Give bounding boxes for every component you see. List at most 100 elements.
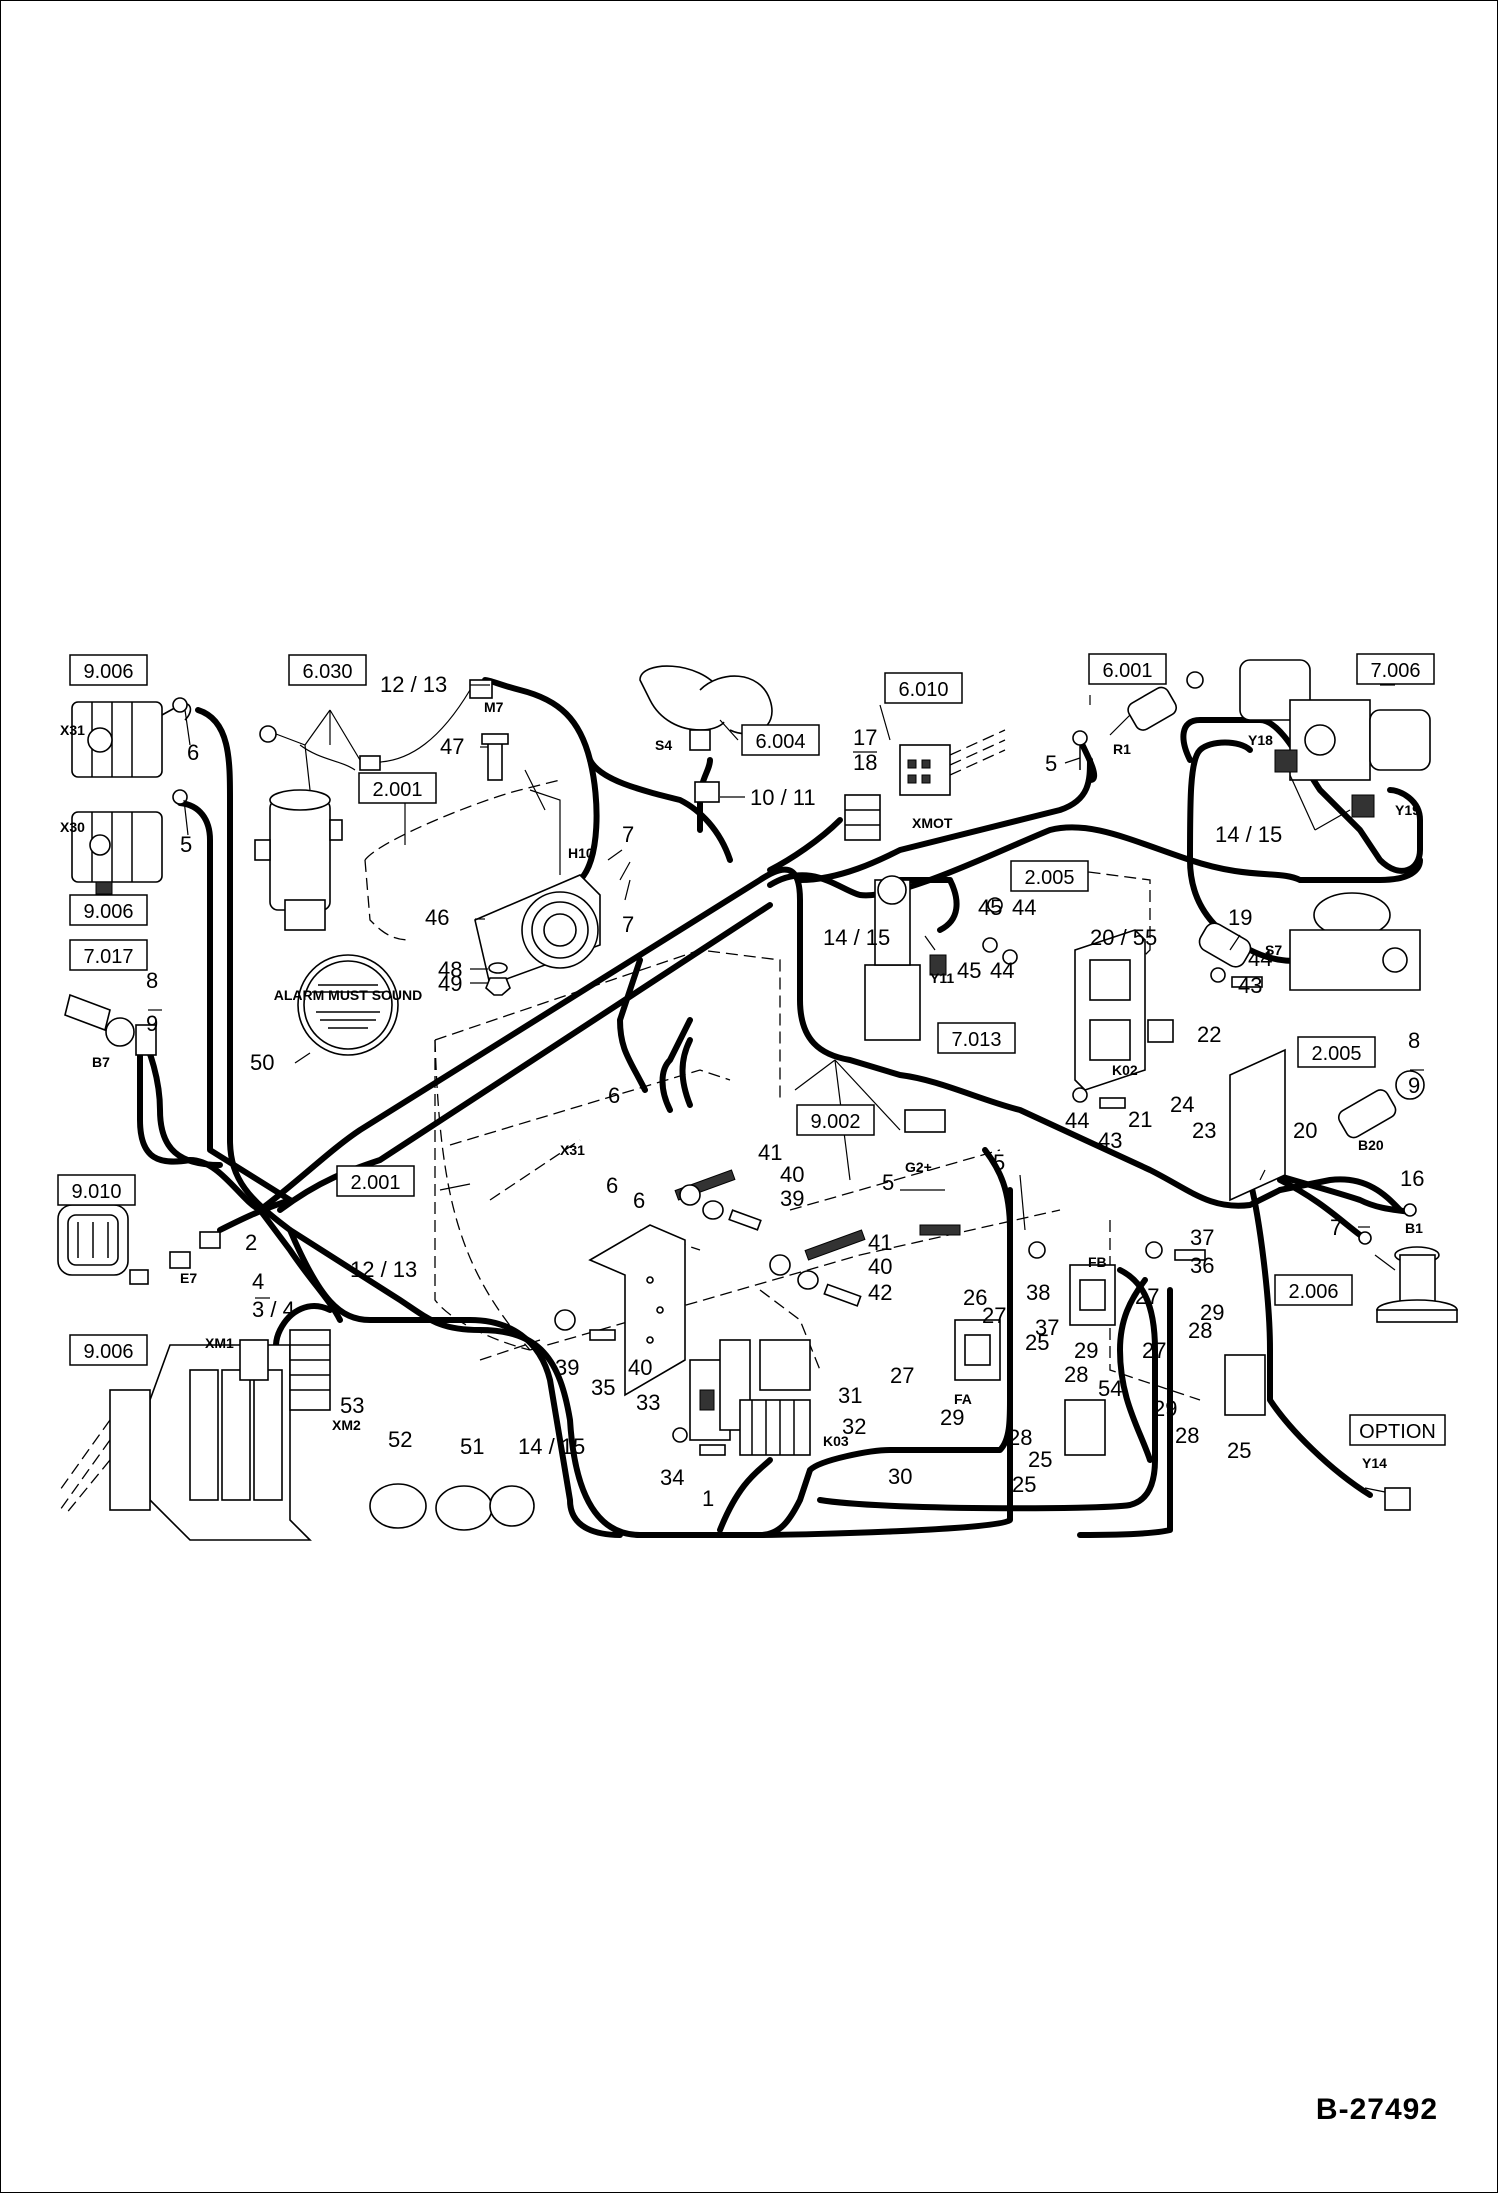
part-number: 28 bbox=[1008, 1425, 1032, 1450]
small-hardware bbox=[554, 897, 1263, 1456]
part-number: 48 bbox=[438, 957, 462, 982]
battery-cable-items bbox=[674, 1109, 961, 1307]
part-number: 6 bbox=[606, 1173, 618, 1198]
part-number: 44 bbox=[1012, 895, 1036, 920]
component-code: XM2 bbox=[332, 1417, 361, 1433]
component-code: X31 bbox=[60, 722, 85, 738]
part-number: 25 bbox=[1028, 1447, 1052, 1472]
housing-2005 bbox=[1289, 892, 1421, 991]
part-number: 35 bbox=[591, 1375, 615, 1400]
part-number: 16 bbox=[1400, 1166, 1424, 1191]
reference-box: OPTION bbox=[1349, 1414, 1446, 1446]
relay-32 bbox=[759, 1339, 811, 1391]
ref-label: OPTION bbox=[1359, 1421, 1436, 1443]
component-code: B7 bbox=[92, 1054, 110, 1070]
valve-block-7006 bbox=[1239, 659, 1431, 818]
part-number: 29 bbox=[940, 1405, 964, 1430]
part-number: 5 bbox=[882, 1170, 894, 1195]
component-code: G2+ bbox=[905, 1159, 932, 1175]
ref-label: 7.017 bbox=[83, 946, 133, 968]
component-code: XM1 bbox=[205, 1335, 234, 1351]
x30-terminal-block bbox=[71, 789, 188, 895]
part-number: 41 bbox=[758, 1140, 782, 1165]
fuse-relay-panel bbox=[59, 1329, 331, 1541]
part-number: 3 / 4 bbox=[252, 1297, 295, 1322]
part-number: 6 bbox=[187, 740, 199, 765]
ref-label: 6.004 bbox=[755, 731, 805, 753]
ref-label: 9.010 bbox=[71, 1181, 121, 1203]
reference-box: 7.006 bbox=[1356, 653, 1435, 685]
ref-label: 2.006 bbox=[1288, 1281, 1338, 1303]
reference-box: 9.006 bbox=[69, 894, 148, 926]
part-number: 32 bbox=[842, 1414, 866, 1439]
part-number: 1 bbox=[702, 1486, 714, 1511]
part-number: 53 bbox=[340, 1393, 364, 1418]
part-number: 30 bbox=[888, 1464, 912, 1489]
part-number: 42 bbox=[868, 1280, 892, 1305]
ref-label: 7.006 bbox=[1370, 660, 1420, 682]
part-number: 10 / 11 bbox=[750, 785, 816, 810]
reference-box: 2.005 bbox=[1297, 1036, 1376, 1068]
ref-label: 2.001 bbox=[350, 1172, 400, 1194]
cover-plate-20 bbox=[1229, 1048, 1286, 1202]
part-number: 33 bbox=[636, 1390, 660, 1415]
part-number: 50 bbox=[250, 1050, 274, 1075]
ref-label: 9.006 bbox=[83, 901, 133, 923]
reference-box: 9.002 bbox=[796, 1104, 875, 1136]
part-number: 25 bbox=[1227, 1438, 1251, 1463]
part-number: 20 / 55 bbox=[1090, 925, 1157, 950]
reference-box: 2.001 bbox=[358, 772, 437, 804]
part-number: 14 / 15 bbox=[518, 1434, 585, 1459]
part-number: 31 bbox=[838, 1383, 862, 1408]
part-number: 24 bbox=[1170, 1092, 1194, 1117]
reference-box: 7.017 bbox=[69, 939, 148, 971]
reference-box: 2.001 bbox=[336, 1165, 415, 1197]
component-code: H10 bbox=[568, 845, 594, 861]
ref-label: 9.006 bbox=[83, 661, 133, 683]
part-number: 40 bbox=[868, 1254, 892, 1279]
fuse-holder-fa bbox=[954, 1319, 1001, 1381]
part-number: 14 / 15 bbox=[823, 925, 890, 950]
reference-box: 9.010 bbox=[57, 1174, 136, 1206]
component-code: XMOT bbox=[912, 815, 953, 831]
y14-valve bbox=[1384, 1487, 1411, 1511]
part-number: 4 bbox=[252, 1269, 264, 1294]
part-number: 12 / 13 bbox=[350, 1257, 417, 1282]
part-number: 21 bbox=[1128, 1107, 1152, 1132]
s7-sensor bbox=[1198, 922, 1252, 968]
part-number: 17 bbox=[853, 725, 877, 750]
fuse-holder-fb bbox=[1069, 1264, 1116, 1326]
part-number: 25 bbox=[1025, 1330, 1049, 1355]
component-code: S4 bbox=[655, 737, 672, 753]
part-number: 28 bbox=[1175, 1423, 1199, 1448]
part-number: 22 bbox=[1197, 1022, 1221, 1047]
m7-pump-motor bbox=[254, 679, 493, 931]
ref-label: 6.030 bbox=[302, 661, 352, 683]
part-number: 47 bbox=[440, 734, 464, 759]
part-number: 43 bbox=[1098, 1128, 1122, 1153]
reference-box: 2.006 bbox=[1274, 1274, 1353, 1306]
bolt-47 bbox=[481, 733, 509, 781]
part-number: 46 bbox=[425, 905, 449, 930]
component-code: Y18 bbox=[1248, 732, 1273, 748]
ref-label: 9.002 bbox=[810, 1111, 860, 1133]
part-number: 34 bbox=[660, 1465, 684, 1490]
part-number: 49 bbox=[438, 971, 462, 996]
component-code: B20 bbox=[1358, 1137, 1384, 1153]
harness-cables bbox=[137, 677, 1423, 1538]
part-number: 18 bbox=[853, 750, 877, 775]
component-code: M7 bbox=[484, 699, 504, 715]
part-number: 29 bbox=[1200, 1300, 1224, 1325]
part-number: 39 bbox=[780, 1186, 804, 1211]
ref-label: 6.001 bbox=[1102, 660, 1152, 682]
ref-label: 2.005 bbox=[1311, 1043, 1361, 1065]
component-code: X31 bbox=[560, 1142, 585, 1158]
component-code-labels: X31 X30 M7 H10 S4 XMOT R1 Y18 Y19 B7 Y11… bbox=[60, 699, 1423, 1471]
bracket-33 bbox=[588, 1224, 686, 1397]
reference-box: 9.006 bbox=[69, 1334, 148, 1366]
reference-box: 6.004 bbox=[741, 724, 820, 756]
part-number: 12 / 13 bbox=[380, 672, 447, 697]
xmot-connector bbox=[844, 729, 1006, 841]
part-number: 9 bbox=[146, 1011, 158, 1036]
part-number: 14 / 15 bbox=[1215, 822, 1282, 847]
